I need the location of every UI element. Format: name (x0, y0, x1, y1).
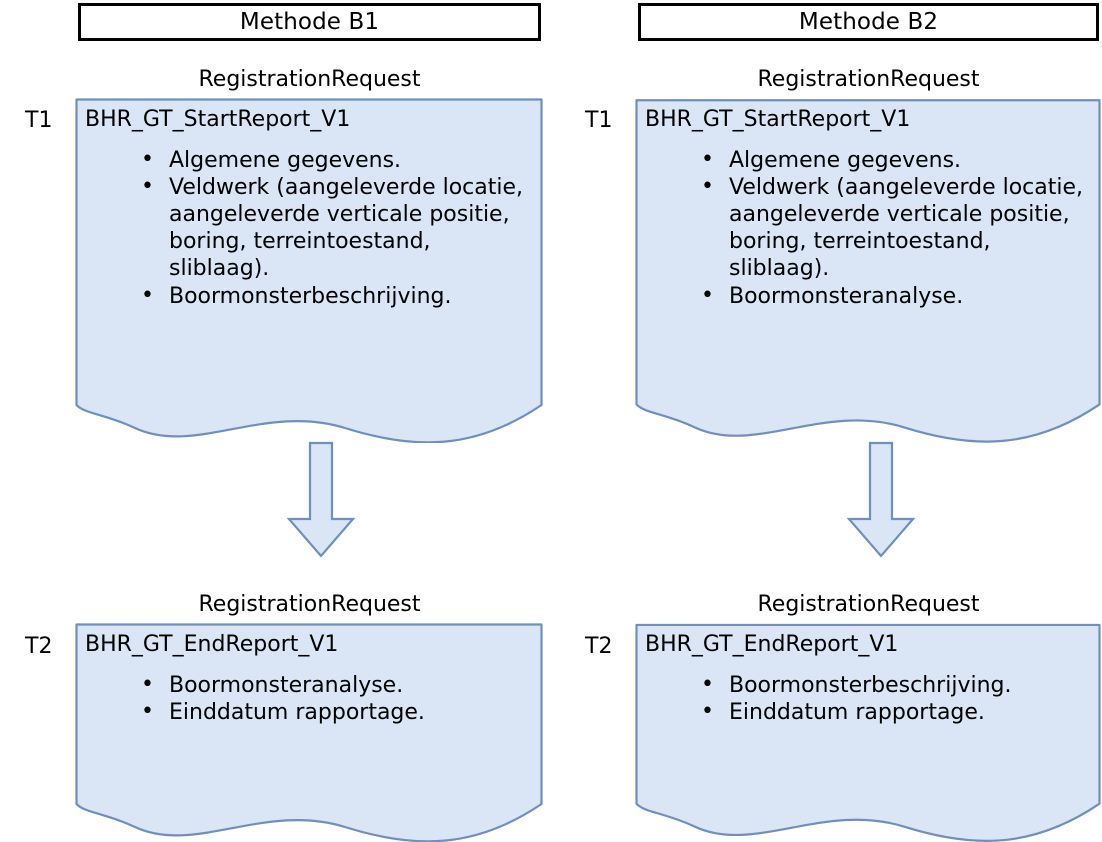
document-title-b1-t2: BHR_GT_EndReport_V1 (85, 632, 339, 657)
arrow-down-icon (286, 441, 356, 558)
document-bullet-list-b2-t2: Boormonsterbeschrijving. Einddatum rappo… (645, 672, 1093, 728)
list-item: Algemene gegevens. (141, 147, 533, 175)
flow-arrow-b2 (846, 441, 916, 559)
list-item: Veldwerk (aangeleverde locatie, aangelev… (141, 174, 533, 282)
document-caption-b2-t2: RegistrationRequest (757, 592, 980, 617)
list-item: Veldwerk (aangeleverde locatie, aangelev… (701, 174, 1093, 282)
document-shape-b1-t1: BHR_GT_StartReport_V1 Algemene gegevens.… (75, 98, 543, 443)
arrow-down-icon (846, 441, 916, 558)
time-label-b2-t2: T2 (585, 634, 613, 659)
document-content-b2-t1: BHR_GT_StartReport_V1 Algemene gegevens.… (635, 98, 1102, 311)
flow-arrow-b1 (286, 441, 356, 559)
document-caption-b1-t1: RegistrationRequest (198, 67, 421, 92)
document-caption-b2-t1: RegistrationRequest (757, 67, 980, 92)
list-item: Boormonsterbeschrijving. (141, 283, 533, 311)
method-header-b1-label: Methode B1 (239, 8, 380, 35)
document-caption-b1-t2: RegistrationRequest (198, 592, 421, 617)
document-title-b1-t1: BHR_GT_StartReport_V1 (85, 107, 351, 132)
document-shape-b2-t1: BHR_GT_StartReport_V1 Algemene gegevens.… (635, 98, 1101, 443)
list-item: Boormonsteranalyse. (701, 283, 1093, 311)
list-item: Boormonsteranalyse. (141, 672, 533, 700)
document-shape-b2-t2: BHR_GT_EndReport_V1 Boormonsterbeschrijv… (635, 623, 1101, 842)
document-content-b1-t2: BHR_GT_EndReport_V1 Boormonsteranalyse. … (75, 623, 543, 728)
document-content-b1-t1: BHR_GT_StartReport_V1 Algemene gegevens.… (75, 98, 543, 311)
document-title-b2-t1: BHR_GT_StartReport_V1 (645, 107, 911, 132)
document-bullet-list-b1-t1: Algemene gegevens. Veldwerk (aangeleverd… (85, 147, 533, 311)
list-item: Einddatum rapportage. (701, 699, 1093, 727)
time-label-b1-t2: T2 (25, 634, 53, 659)
document-content-b2-t2: BHR_GT_EndReport_V1 Boormonsterbeschrijv… (635, 623, 1102, 728)
list-item: Boormonsterbeschrijving. (701, 672, 1093, 700)
time-label-b1-t1: T1 (25, 108, 53, 133)
time-label-b2-t1: T1 (585, 108, 613, 133)
method-header-b2-label: Methode B2 (798, 8, 939, 35)
method-header-b1: Methode B1 (78, 3, 541, 41)
document-title-b2-t2: BHR_GT_EndReport_V1 (645, 632, 899, 657)
document-bullet-list-b1-t2: Boormonsteranalyse. Einddatum rapportage… (85, 672, 533, 728)
list-item: Einddatum rapportage. (141, 699, 533, 727)
document-bullet-list-b2-t1: Algemene gegevens. Veldwerk (aangeleverd… (645, 147, 1093, 311)
document-shape-b1-t2: BHR_GT_EndReport_V1 Boormonsteranalyse. … (75, 623, 543, 842)
method-header-b2: Methode B2 (638, 3, 1099, 41)
list-item: Algemene gegevens. (701, 147, 1093, 175)
